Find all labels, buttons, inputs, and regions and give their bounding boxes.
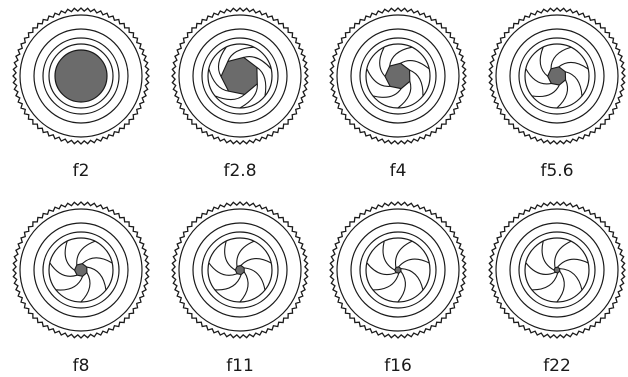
aperture-opening xyxy=(385,63,410,88)
lens-label-f4: f4 xyxy=(390,161,407,181)
aperture-blade-edge xyxy=(215,275,241,290)
aperture-blade-edge xyxy=(410,70,423,96)
aperture-blade-edge xyxy=(257,67,266,96)
aperture-opening xyxy=(55,50,107,102)
aperture-blade-edge xyxy=(399,259,430,267)
aperture-blade-edge xyxy=(373,89,401,98)
aperture-blade-edge xyxy=(380,47,385,76)
aperture-blade-edge xyxy=(82,258,112,264)
aperture-opening xyxy=(75,264,87,277)
lens-label-f2.8: f2.8 xyxy=(223,161,256,181)
lens-label-f5.6: f5.6 xyxy=(540,161,573,181)
lens-f4 xyxy=(330,8,466,144)
lens-label-f22: f22 xyxy=(543,356,571,376)
aperture-blade-edge xyxy=(542,241,554,270)
aperture-blade-edge xyxy=(237,241,254,266)
lens-f11 xyxy=(172,202,308,338)
aperture-opening xyxy=(235,265,244,274)
aperture-blade-edge xyxy=(558,259,589,267)
aperture-blade-edge xyxy=(215,94,245,99)
aperture-blade-edge xyxy=(56,276,83,290)
aperture-blade-edge xyxy=(401,269,423,291)
lens-f5-6 xyxy=(489,8,625,144)
lens-f8 xyxy=(13,202,149,338)
aperture-blade-edge xyxy=(65,241,74,270)
lens-f16 xyxy=(330,202,466,338)
lens-label-f16: f16 xyxy=(384,356,412,376)
lens-label-f11: f11 xyxy=(226,356,254,376)
lens-label-f8: f8 xyxy=(73,356,90,376)
aperture-blade-edge xyxy=(225,241,236,270)
aperture-blade-edge xyxy=(532,85,559,96)
lens-group xyxy=(13,8,625,338)
aperture-blade-edge xyxy=(532,273,558,290)
aperture-blade-edge xyxy=(559,62,588,69)
aperture-blade-edge xyxy=(241,259,271,266)
aperture-blade-edge xyxy=(560,269,582,290)
lens-f22 xyxy=(489,202,625,338)
aperture-blade-edge xyxy=(383,241,395,270)
aperture-blade-edge xyxy=(540,47,547,76)
aperture-blade-edge xyxy=(565,72,582,96)
aperture-blade-edge xyxy=(396,241,412,267)
lens-label-f2: f2 xyxy=(73,161,90,181)
aperture-blade-edge xyxy=(240,272,248,302)
aperture-blade-edge xyxy=(373,273,399,290)
aperture-opening xyxy=(221,57,257,94)
aperture-opening xyxy=(548,67,566,85)
aperture-blade-edge xyxy=(557,271,564,302)
lens-f2 xyxy=(13,8,149,144)
lens-f2-8 xyxy=(172,8,308,144)
aperture-blade-edge xyxy=(398,271,406,302)
aperture-blade-edge xyxy=(555,241,571,267)
